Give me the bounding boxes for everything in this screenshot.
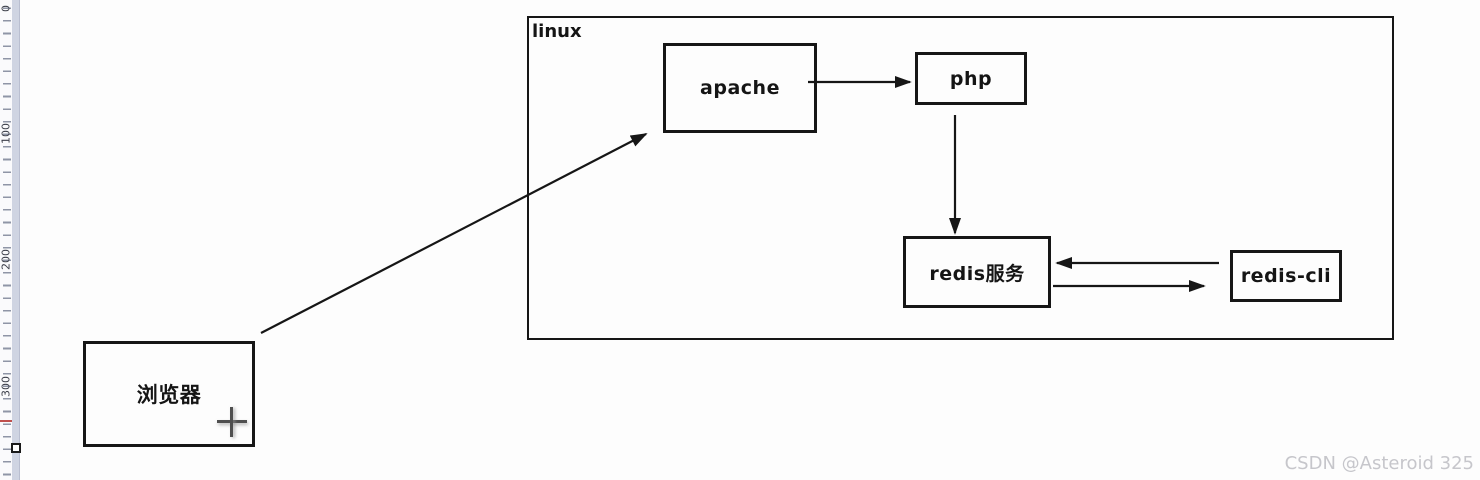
group-label-linux: linux [532,21,582,42]
node-apache-label: apache [700,77,780,99]
csdn-watermark: CSDN @Asteroid 325 [1284,453,1474,474]
node-redis-cli-label: redis-cli [1240,265,1332,287]
node-php-label: php [949,67,993,90]
ruler-ticks [3,0,11,480]
node-redis-server[interactable]: redis服务 [903,236,1051,308]
ruler-label-100: 100 [0,123,13,144]
node-php[interactable]: php [915,52,1027,105]
ruler-position-indicator [0,420,12,422]
node-redis-cli[interactable]: redis-cli [1230,250,1342,302]
node-browser[interactable]: 浏览器 [83,341,255,447]
crosshair-cursor-icon [217,407,247,437]
node-apache[interactable]: apache [663,43,817,133]
node-redis-server-label: redis服务 [929,262,1025,285]
vertical-ruler: 0 100 200 300 [0,0,21,480]
ruler-drag-handle[interactable] [11,443,21,453]
ruler-label-0: 0 [0,5,13,12]
ruler-scroll-strip[interactable] [12,0,20,480]
ruler-label-300: 300 [0,376,13,397]
node-browser-label: 浏览器 [136,383,202,407]
ruler-label-200: 200 [0,249,13,270]
